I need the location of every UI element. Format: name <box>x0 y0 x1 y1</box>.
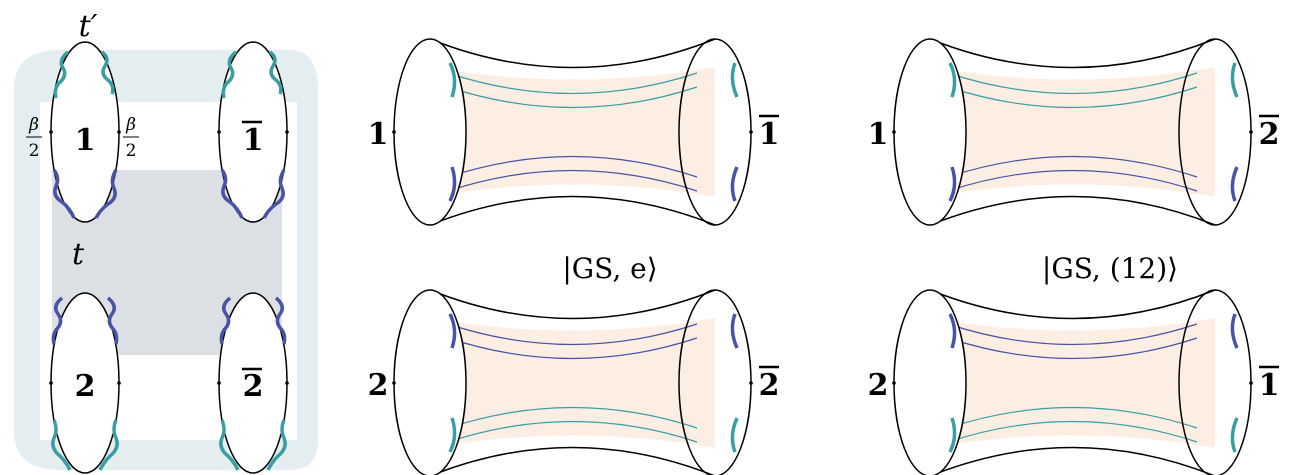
geodesic-line <box>447 155 698 178</box>
time-label-t-prime: t′ <box>79 9 98 44</box>
wormhole-lower-edge <box>429 195 716 226</box>
boundary-arc <box>948 313 957 349</box>
boundary-dot <box>749 130 753 134</box>
wormhole-throat <box>930 67 1215 197</box>
beta-half-right: β 2 <box>123 115 139 161</box>
boundary-dot <box>392 130 396 134</box>
wormhole-left-label: 1 <box>368 117 389 152</box>
boundary-arc <box>448 313 457 349</box>
teal-band <box>14 50 318 470</box>
geodesic-line <box>447 406 698 429</box>
wormhole-left-label: 1 <box>868 117 889 152</box>
wormhole-lower-edge <box>929 195 1216 226</box>
boundary-arc <box>1230 166 1239 202</box>
geodesic-line <box>447 72 698 95</box>
wormhole-upper-edge <box>929 38 1216 69</box>
wormhole-right-label: 2 <box>759 368 780 403</box>
boundary-dot <box>892 381 896 385</box>
boundary-2-bar: 2 <box>217 292 289 474</box>
geodesic-line <box>947 86 1198 109</box>
geodesic-line <box>447 169 698 192</box>
geodesic-line <box>447 323 698 346</box>
boundary-1-bar-label: 1 <box>243 123 264 158</box>
geodesic-line <box>447 86 698 109</box>
geodesic-line <box>447 337 698 360</box>
boundary-arc <box>448 166 457 202</box>
wormhole-right-label: 2 <box>1259 117 1280 152</box>
boundary-arc <box>730 166 739 202</box>
boundary-1-bar: 1 <box>217 41 289 223</box>
svg-text:2: 2 <box>29 141 40 161</box>
boundary-arc <box>448 417 457 453</box>
boundary-arc <box>948 166 957 202</box>
wormhole-left-boundary <box>393 289 467 475</box>
wormhole-throat <box>930 318 1215 448</box>
wormhole-left-boundary <box>893 38 967 226</box>
wormhole-left-boundary <box>393 38 467 226</box>
svg-text:β: β <box>28 115 39 135</box>
boundary-2-bar-label: 2 <box>243 369 264 404</box>
state-label-swap: |GS, (12)⟩ <box>1042 252 1178 285</box>
wormhole-throat <box>430 318 715 448</box>
geodesic-line <box>947 155 1198 178</box>
wormhole-throat <box>430 67 715 197</box>
left-panel: 1 1 2 <box>14 9 318 474</box>
boundary-arc <box>1230 417 1239 453</box>
wormhole-lower-edge <box>930 446 1215 475</box>
geodesic-line <box>947 337 1198 360</box>
geodesic-line <box>947 420 1198 443</box>
boundary-dot <box>1249 130 1253 134</box>
boundary-arc <box>730 313 739 349</box>
wormhole-upper-edge <box>429 289 716 320</box>
wormhole-lower-edge <box>430 446 715 475</box>
boundary-dot <box>392 381 396 385</box>
boundary-2: 2 <box>49 292 121 474</box>
geodesic-line <box>947 72 1198 95</box>
wormhole-right-label: 1 <box>1259 368 1280 403</box>
boundary-2-label: 2 <box>75 369 96 404</box>
boundary-1: 1 <box>49 41 121 223</box>
boundary-arc <box>1230 313 1239 349</box>
boundary-dot <box>749 381 753 385</box>
beta-half-left: β 2 <box>26 115 42 161</box>
wormhole-left-label: 2 <box>368 368 389 403</box>
boundary-arc <box>730 417 739 453</box>
geodesic-line <box>947 169 1198 192</box>
geodesic-line <box>947 406 1198 429</box>
geodesic-line <box>447 420 698 443</box>
boundary-dot <box>1249 381 1253 385</box>
boundary-arc <box>730 62 739 98</box>
state-label-identity: |GS, e⟩ <box>562 252 657 285</box>
boundary-arc <box>948 417 957 453</box>
wormhole-left-label: 2 <box>868 368 889 403</box>
time-label-t: t <box>72 237 85 272</box>
svg-text:2: 2 <box>126 141 137 161</box>
wormhole-right-label: 1 <box>759 117 780 152</box>
svg-text:β: β <box>125 115 136 135</box>
boundary-1-label: 1 <box>75 123 96 158</box>
wormhole-upper-edge <box>929 289 1216 320</box>
wormhole-upper-edge <box>429 38 716 69</box>
geodesic-line <box>947 323 1198 346</box>
boundary-arc <box>448 62 457 98</box>
wormhole-left-boundary <box>893 289 967 475</box>
boundary-dot <box>892 130 896 134</box>
boundary-arc <box>948 62 957 98</box>
boundary-arc <box>1230 62 1239 98</box>
